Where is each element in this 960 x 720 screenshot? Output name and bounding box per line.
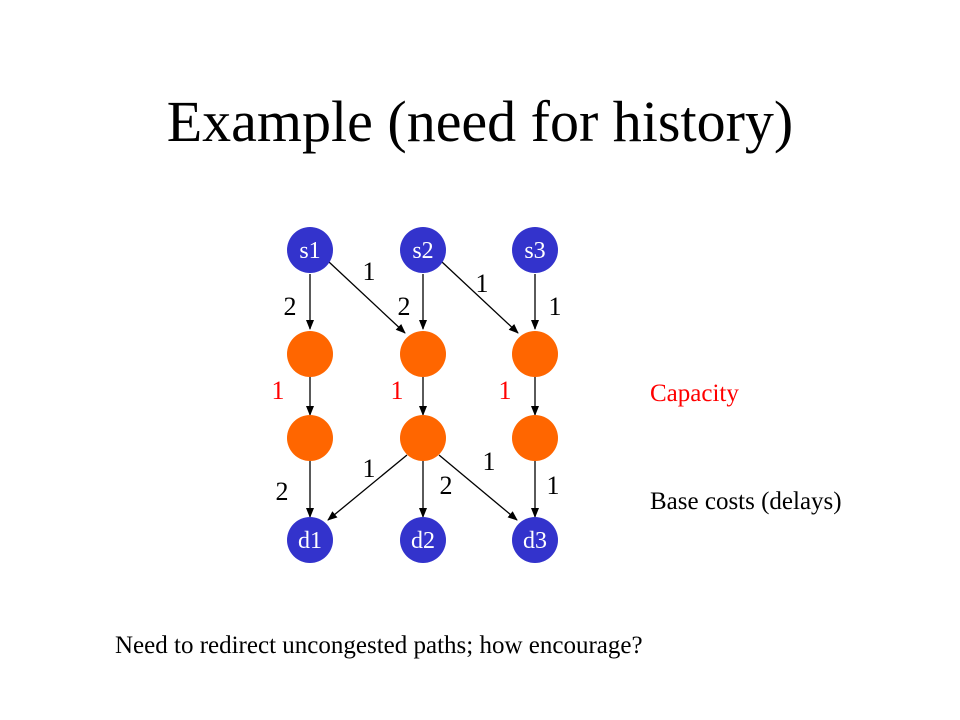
node-bottom-3 [512, 415, 558, 461]
cost-s1-m2: 1 [363, 257, 376, 286]
slide-title: Example (need for history) [166, 89, 794, 154]
node-mid-2 [400, 331, 446, 377]
node-d1: d1 [287, 517, 333, 563]
node-bottom-2 [400, 415, 446, 461]
node-s1: s1 [287, 227, 333, 273]
edge-s2-m3 [441, 261, 519, 334]
node-s2-label: s2 [412, 238, 433, 264]
cost-b1-d1: 2 [276, 477, 289, 506]
node-mid-3 [512, 331, 558, 377]
cost-s2-m3: 1 [476, 269, 489, 298]
edge-s1-m2 [328, 261, 406, 334]
node-d2-label: d2 [411, 528, 435, 554]
cost-b2-d2: 2 [440, 471, 453, 500]
node-s3: s3 [512, 227, 558, 273]
capacity-3: 1 [499, 376, 512, 405]
node-s1-label: s1 [299, 238, 320, 264]
cost-s3-m3: 1 [549, 292, 562, 321]
node-bottom-1 [287, 415, 333, 461]
node-d2: d2 [400, 517, 446, 563]
node-mid-1 [287, 331, 333, 377]
node-d1-label: d1 [298, 528, 322, 554]
edge-b2-d1 [327, 454, 408, 521]
cost-b3-d3: 1 [547, 471, 560, 500]
cost-s2-m2: 2 [398, 292, 411, 321]
node-d3-label: d3 [523, 528, 547, 554]
footer-note: Need to redirect uncongested paths; how … [115, 632, 643, 659]
edge-b2-d3 [438, 454, 518, 521]
cost-b2-d1: 1 [363, 454, 376, 483]
node-s3-label: s3 [524, 238, 545, 264]
node-d3: d3 [512, 517, 558, 563]
node-s2: s2 [400, 227, 446, 273]
legend-base-costs: Base costs (delays) [650, 488, 842, 515]
legend-capacity: Capacity [650, 380, 739, 407]
cost-s1-m1: 2 [284, 292, 297, 321]
cost-b2-d3: 1 [483, 447, 496, 476]
capacity-1: 1 [272, 376, 285, 405]
capacity-2: 1 [391, 376, 404, 405]
